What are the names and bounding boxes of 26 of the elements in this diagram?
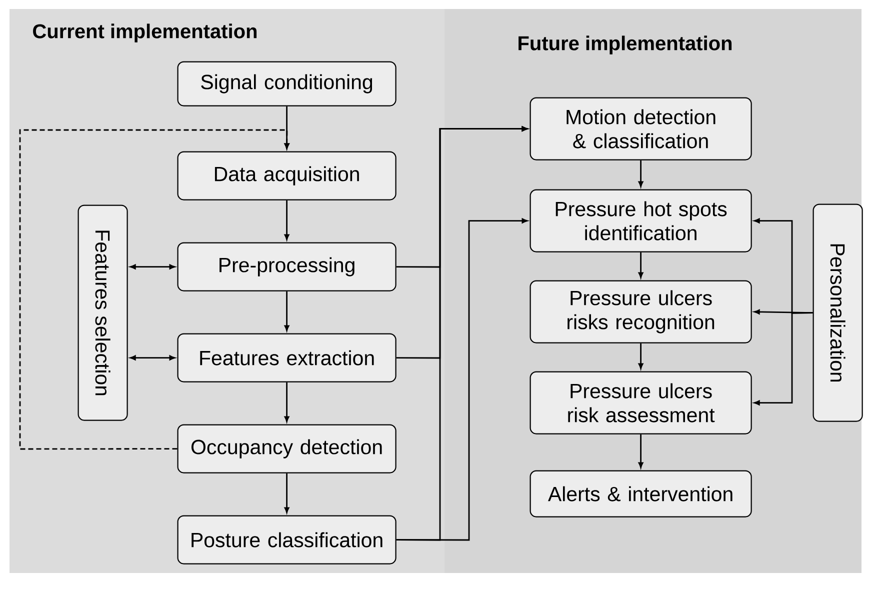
- process-box: Features extraction: [177, 333, 396, 382]
- process-box: Pressure ulcers risk assessment: [530, 371, 752, 434]
- arrow: [284, 473, 290, 514]
- process-box: Alerts & intervention: [530, 470, 752, 518]
- process-box: Posture classification: [177, 515, 396, 564]
- arrow: [638, 343, 644, 370]
- process-box: Data acquisition: [177, 151, 396, 200]
- process-box: Occupancy detection: [177, 424, 396, 474]
- arrow: [638, 434, 644, 468]
- process-box: Pre-processing: [177, 242, 396, 292]
- process-box: Signal conditioning: [177, 61, 396, 106]
- process-box: Pressure ulcers risks recognition: [530, 280, 752, 344]
- arrow: [284, 382, 290, 422]
- arrow: [284, 200, 290, 240]
- process-box: Pressure hot spots identification: [530, 189, 752, 252]
- process-box: Motion detection & classification: [530, 97, 752, 160]
- arrow: [130, 355, 176, 360]
- arrow: [284, 291, 290, 332]
- arrow: [638, 160, 644, 188]
- arrow: [130, 264, 176, 270]
- process-box: Features selection: [78, 204, 128, 421]
- arrow: [19, 129, 290, 450]
- arrow: [754, 312, 813, 406]
- process-box: Personalization: [812, 204, 863, 422]
- arrow: [638, 252, 644, 278]
- arrow: [396, 218, 528, 541]
